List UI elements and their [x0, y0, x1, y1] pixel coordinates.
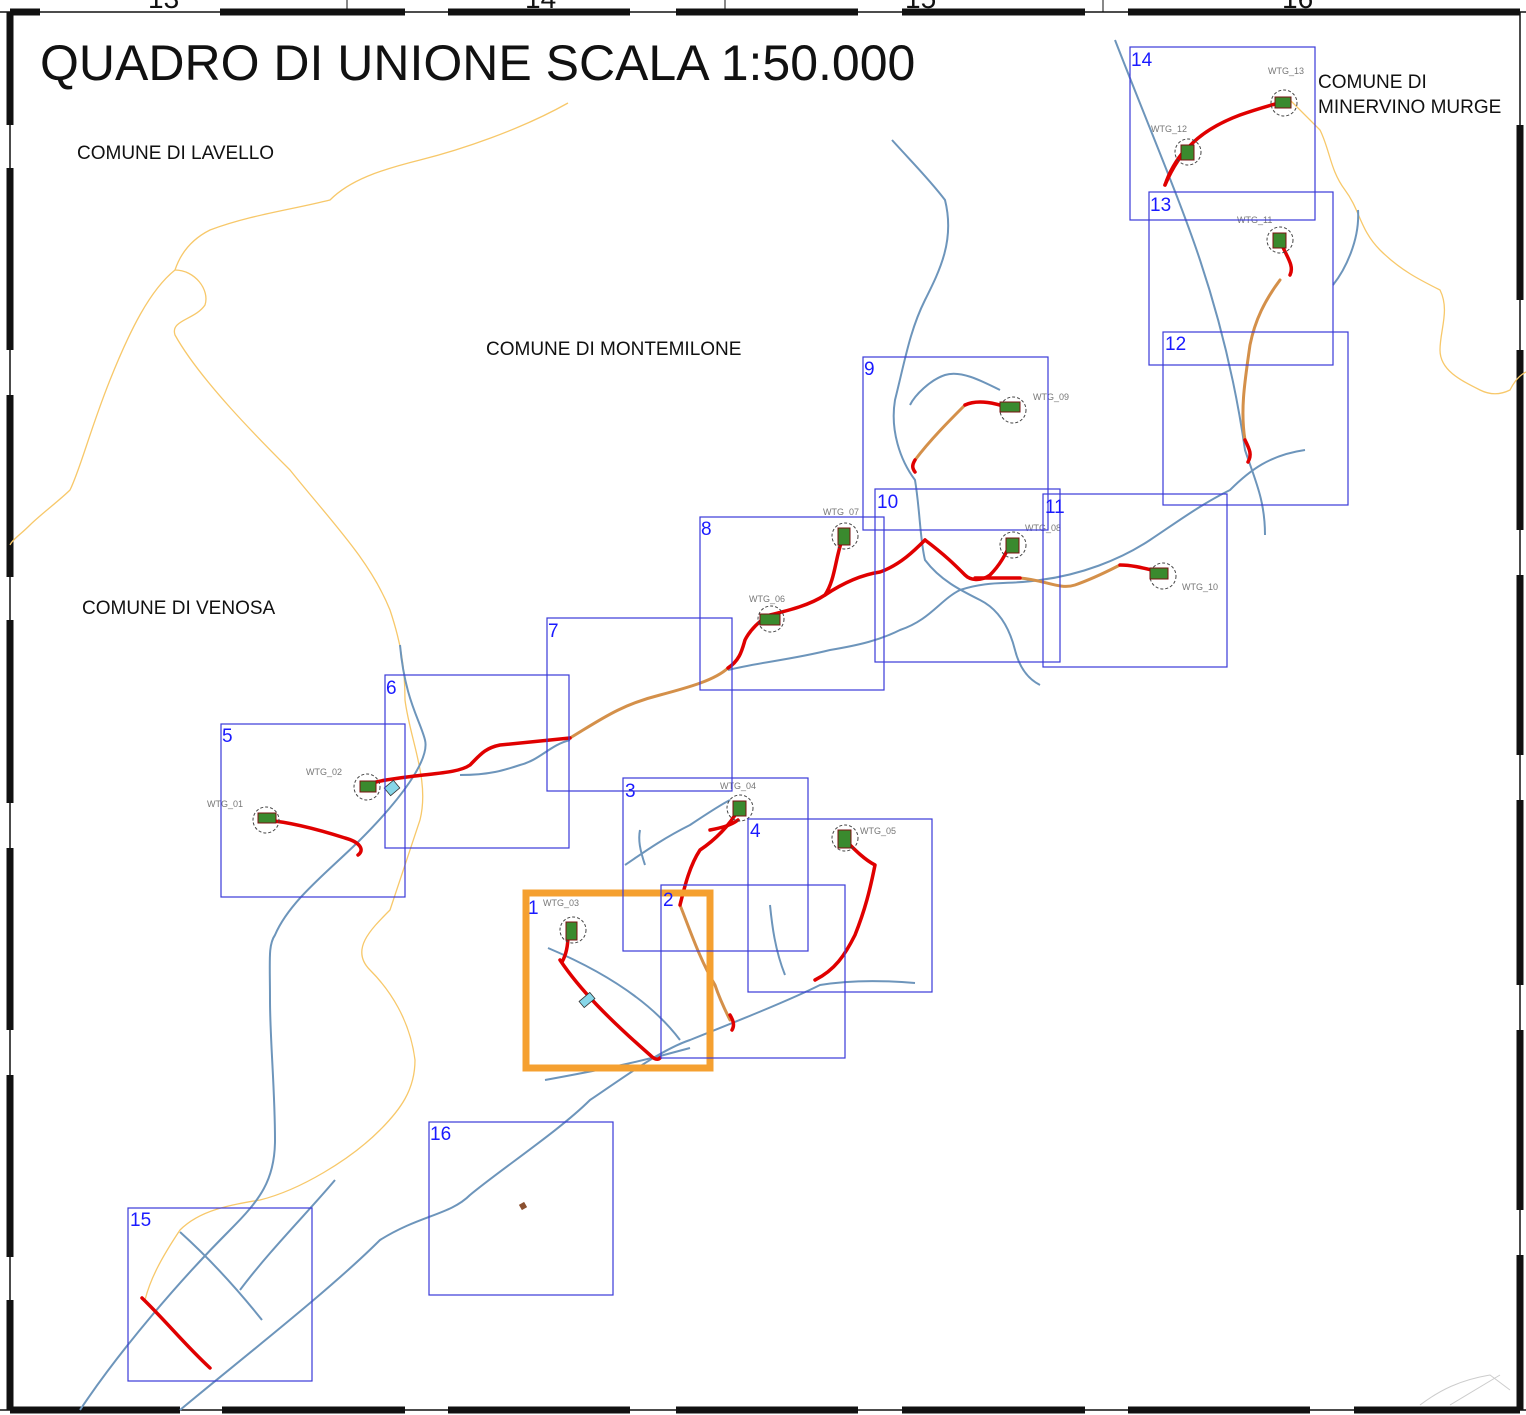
- turbine-wtg-07[interactable]: WTG_07: [823, 507, 859, 550]
- sheet-6[interactable]: 6: [384, 674, 570, 849]
- sheet-11[interactable]: 11: [1042, 493, 1228, 668]
- label-comune-venosa: COMUNE DI VENOSA: [82, 598, 276, 619]
- sheet-number: 12: [1165, 334, 1186, 355]
- turbine-wtg-02[interactable]: WTG_02: [306, 767, 381, 801]
- turbine-wtg-06[interactable]: WTG_06: [749, 594, 785, 633]
- turbine-label: WTG_12: [1151, 124, 1187, 134]
- turbine-wtg-04[interactable]: WTG_04: [720, 781, 756, 822]
- turbine-wtg-09[interactable]: WTG_09: [999, 392, 1069, 424]
- sheet-number: 7: [548, 621, 559, 642]
- sheet-4[interactable]: 4: [747, 818, 933, 993]
- turbine-wtg-05[interactable]: WTG_05: [831, 824, 896, 852]
- sheet-number: 6: [386, 678, 397, 699]
- sheet-number: 2: [663, 890, 674, 911]
- turbine-wtg-01[interactable]: WTG_01: [207, 799, 280, 834]
- sheet-number: 16: [430, 1124, 451, 1145]
- sheet-10[interactable]: 10: [874, 488, 1061, 663]
- grid-tick-14: 14: [525, 0, 556, 14]
- sheet-12[interactable]: 12: [1162, 331, 1349, 506]
- sheet-13[interactable]: 13: [1148, 191, 1334, 366]
- label-comune-montemilone: COMUNE DI MONTEMILONE: [486, 339, 741, 360]
- turbine-label: WTG_01: [207, 799, 243, 809]
- grid-tick-16: 16: [1282, 0, 1313, 14]
- sheet-number: 1: [528, 898, 539, 919]
- sheet-8[interactable]: 8: [699, 516, 885, 691]
- turbines: WTG_01 WTG_02 WTG_03 WTG_04 WTG_05 WTG_0…: [207, 66, 1304, 944]
- turbine-wtg-12[interactable]: WTG_12: [1151, 124, 1202, 166]
- sheet-number: 11: [1045, 497, 1065, 518]
- sheet-2[interactable]: 2: [660, 884, 846, 1059]
- sheet-index: 1 2 3 4 5 6 7 8: [127, 46, 1349, 1382]
- municipal-boundaries: [9, 99, 1526, 1301]
- turbine-wtg-13[interactable]: WTG_13: [1268, 66, 1304, 117]
- sheet-16[interactable]: 16: [428, 1121, 614, 1296]
- turbine-label: WTG_05: [860, 826, 896, 836]
- sheet-number: 14: [1131, 50, 1153, 71]
- cable-routes: [79, 39, 1360, 1411]
- sheet-3[interactable]: 3: [622, 777, 809, 952]
- grid-tick-13: 13: [148, 0, 179, 14]
- sheet-9[interactable]: 9: [862, 356, 1049, 531]
- label-comune-lavello: COMUNE DI LAVELLO: [77, 143, 274, 164]
- sheet-number: 10: [877, 492, 898, 513]
- turbine-label: WTG_02: [306, 767, 342, 777]
- sheet-number: 13: [1150, 195, 1171, 216]
- turbine-label: WTG_09: [1033, 392, 1069, 402]
- sheet-number: 5: [222, 726, 233, 747]
- existing-roads: [568, 278, 1282, 1022]
- turbine-label: WTG_03: [543, 898, 579, 908]
- label-comune-minervino-line2: MINERVINO MURGE: [1318, 97, 1501, 118]
- turbine-label: WTG_06: [749, 594, 785, 604]
- turbine-wtg-08[interactable]: WTG_08: [999, 523, 1061, 559]
- sheet-14[interactable]: 14: [1129, 46, 1316, 221]
- turbine-wtg-10[interactable]: WTG_10: [1149, 562, 1218, 592]
- turbine-label: WTG_13: [1268, 66, 1304, 76]
- sheet-number: 4: [750, 821, 761, 842]
- sheet-5[interactable]: 5: [220, 723, 406, 898]
- sheet-7[interactable]: 7: [546, 617, 733, 792]
- turbine-wtg-03[interactable]: WTG_03: [543, 898, 587, 944]
- sheet-1[interactable]: 1: [522, 889, 714, 1072]
- turbine-wtg-11[interactable]: WTG_11: [1237, 215, 1294, 254]
- turbine-label: WTG_10: [1182, 582, 1218, 592]
- sheet-number: 9: [864, 359, 875, 380]
- facility-patches: [383, 779, 596, 1211]
- sheet-number: 15: [130, 1210, 151, 1231]
- turbine-label: WTG_04: [720, 781, 756, 791]
- sheet-number: 8: [701, 519, 712, 540]
- background-lines: [1419, 1374, 1511, 1406]
- turbine-label: WTG_07: [823, 507, 859, 517]
- map-title: QUADRO DI UNIONE SCALA 1:50.000: [40, 35, 915, 91]
- label-comune-minervino-line1: COMUNE DI: [1318, 72, 1427, 93]
- grid-tick-15: 15: [905, 0, 936, 14]
- sheet-15[interactable]: 15: [127, 1207, 313, 1382]
